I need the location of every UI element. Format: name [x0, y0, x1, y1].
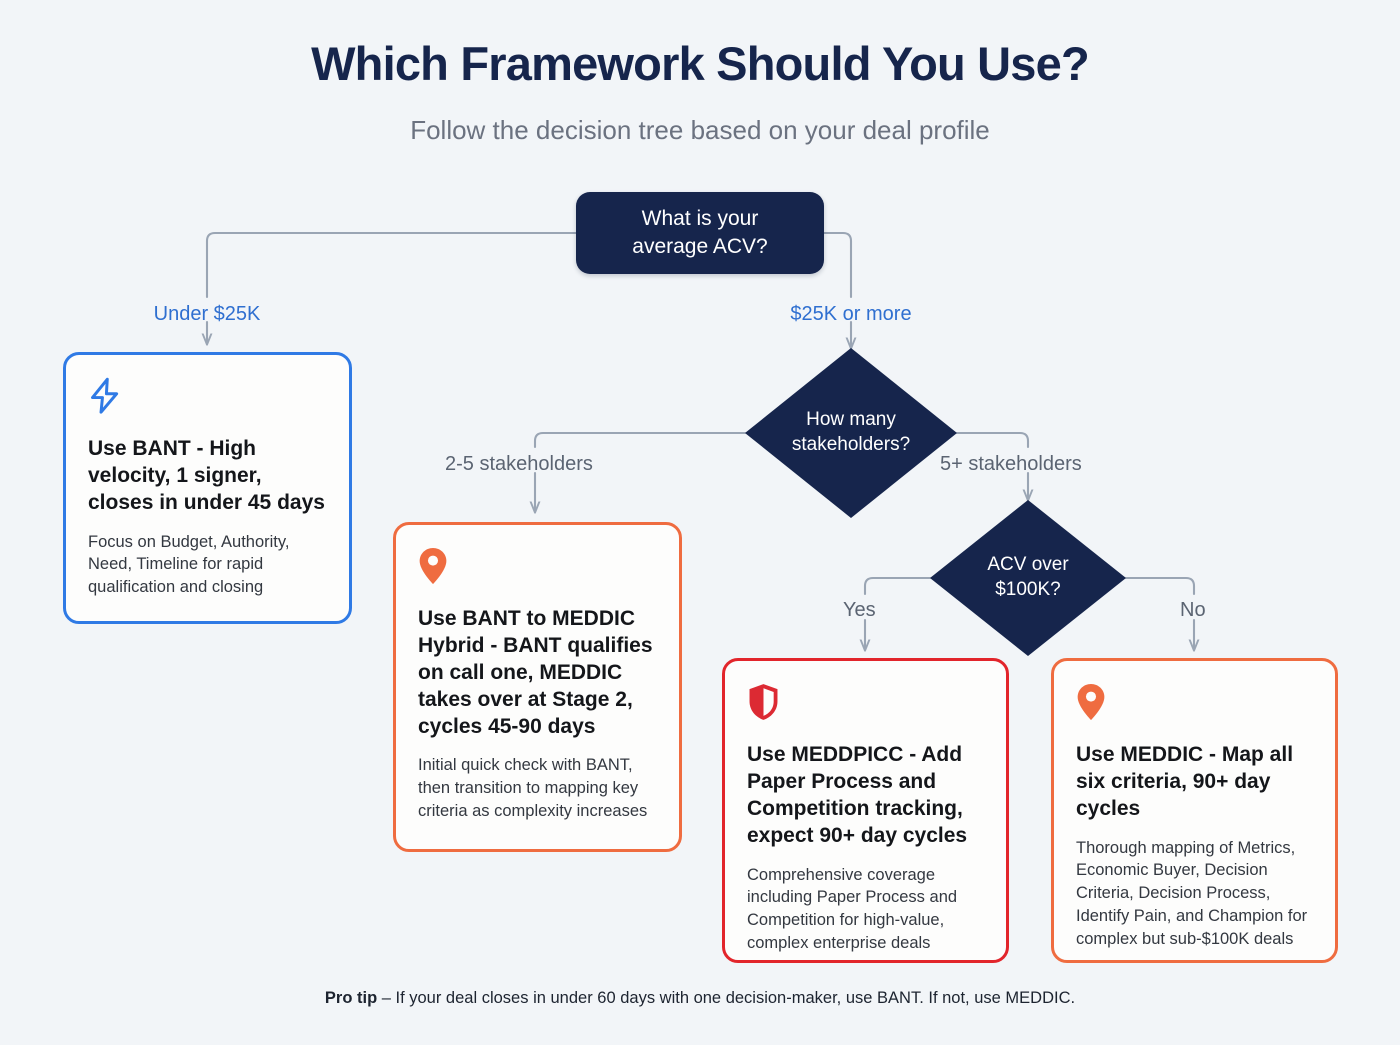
shield-icon — [747, 683, 984, 726]
outcome-card-meddic[interactable]: Use MEDDIC - Map all six criteria, 90+ d… — [1051, 658, 1338, 963]
edge-label-2-5-stakeholders: 2-5 stakeholders — [445, 453, 593, 475]
acv-100k-node-label: ACV over $100K? — [987, 554, 1069, 600]
map-pin-icon — [418, 547, 657, 590]
pro-tip-footer: Pro tip – If your deal closes in under 6… — [0, 988, 1400, 1009]
card-title: Use MEDDPICC - Add Paper Process and Com… — [747, 743, 968, 847]
card-description: Focus on Budget, Authority, Need, Timeli… — [88, 532, 290, 597]
edge-label-over-25k: $25K or more — [790, 303, 912, 325]
page-subtitle: Follow the decision tree based on your d… — [410, 115, 990, 145]
map-pin-icon — [1076, 683, 1313, 726]
root-node-label: What is your average ACV? — [632, 206, 768, 258]
edge-label-yes: Yes — [843, 599, 876, 621]
card-description: Initial quick check with BANT, then tran… — [418, 756, 648, 820]
lightning-bolt-icon — [88, 377, 327, 420]
outcome-card-meddpicc[interactable]: Use MEDDPICC - Add Paper Process and Com… — [722, 658, 1009, 963]
outcome-card-bant-meddic-hybrid[interactable]: Use BANT to MEDDIC Hybrid - BANT qualifi… — [393, 522, 682, 852]
edge-label-no: No — [1180, 599, 1206, 621]
pro-tip-label: Pro tip — [324, 989, 378, 1007]
decision-node-stakeholders[interactable]: How many stakeholders? — [745, 348, 957, 518]
card-title: Use BANT to MEDDIC Hybrid - BANT qualifi… — [418, 607, 653, 738]
card-description: Thorough mapping of Metrics, Economic Bu… — [1076, 838, 1308, 948]
card-description: Comprehensive coverage including Paper P… — [747, 865, 958, 952]
outcome-card-bant[interactable]: Use BANT - High velocity, 1 signer, clos… — [63, 352, 352, 624]
card-title: Use BANT - High velocity, 1 signer, clos… — [88, 437, 325, 514]
stakeholders-node-label: How many stakeholders? — [791, 409, 911, 455]
edge-label-under-25k: Under $25K — [153, 303, 261, 325]
card-title: Use MEDDIC - Map all six criteria, 90+ d… — [1076, 743, 1294, 820]
decision-node-root-acv[interactable]: What is your average ACV? — [576, 192, 824, 274]
edge-label-5-plus-stakeholders: 5+ stakeholders — [940, 453, 1082, 475]
pro-tip-text: – If your deal closes in under 60 days w… — [377, 989, 1076, 1007]
decision-node-acv-over-100k[interactable]: ACV over $100K? — [930, 500, 1126, 656]
page-title: Which Framework Should You Use? — [311, 37, 1090, 90]
